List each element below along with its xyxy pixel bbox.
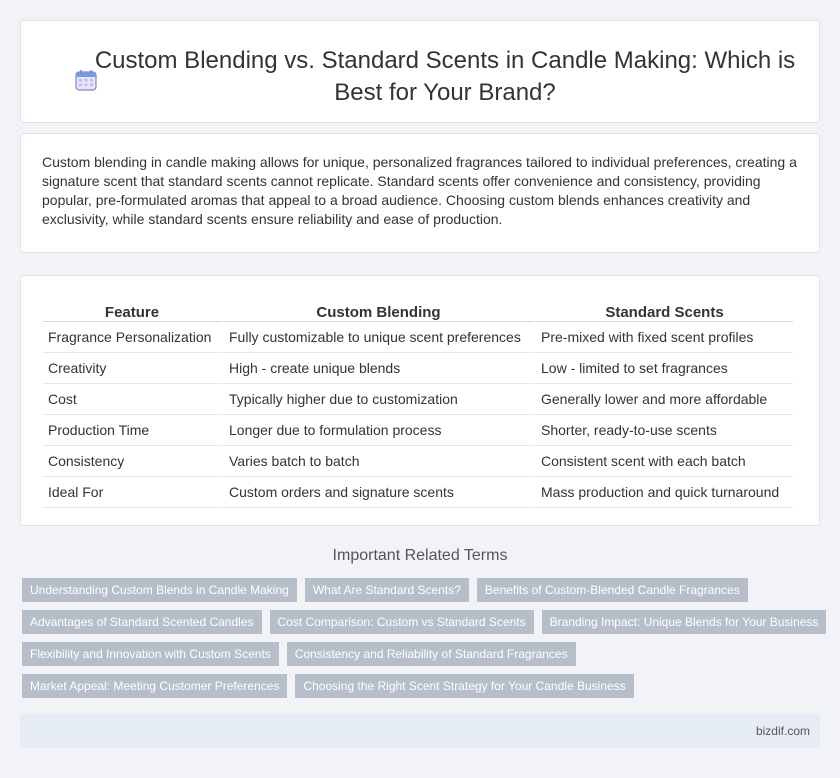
table-row: Cost Typically higher due to customizati… (43, 384, 793, 415)
related-term-tag[interactable]: Benefits of Custom-Blended Candle Fragra… (476, 578, 748, 602)
table-cell: Production Time (43, 415, 221, 446)
table-cell: High - create unique blends (221, 353, 533, 384)
related-term-tag[interactable]: Cost Comparison: Custom vs Standard Scen… (269, 610, 534, 634)
related-term-tag[interactable]: What Are Standard Scents? (304, 578, 469, 602)
table-cell: Shorter, ready-to-use scents (533, 415, 793, 446)
table-row: Fragrance Personalization Fully customiz… (43, 322, 793, 353)
table-cell: Creativity (43, 353, 221, 384)
calendar-icon (75, 70, 97, 91)
column-header-custom: Custom Blending (221, 296, 533, 322)
table-cell: Consistent scent with each batch (533, 446, 793, 477)
tag-row: Understanding Custom Blends in Candle Ma… (22, 578, 822, 602)
related-term-tag[interactable]: Market Appeal: Meeting Customer Preferen… (22, 674, 288, 698)
intro-text: Custom blending in candle making allows … (42, 154, 797, 227)
column-header-feature: Feature (43, 296, 221, 322)
table-cell: Generally lower and more affordable (533, 384, 793, 415)
column-header-standard: Standard Scents (533, 296, 793, 322)
table-row: Creativity High - create unique blends L… (43, 353, 793, 384)
table-row: Production Time Longer due to formulatio… (43, 415, 793, 446)
footer-site-link[interactable]: bizdif.com (755, 724, 810, 738)
table-cell: Typically higher due to customization (221, 384, 533, 415)
tag-row: Flexibility and Innovation with Custom S… (22, 642, 822, 666)
intro-card: Custom blending in candle making allows … (20, 133, 820, 253)
table-cell: Low - limited to set fragrances (533, 353, 793, 384)
table-row: Consistency Varies batch to batch Consis… (43, 446, 793, 477)
related-term-tag[interactable]: Branding Impact: Unique Blends for Your … (541, 610, 827, 634)
footer: bizdif.com (20, 714, 820, 748)
table-cell: Fully customizable to unique scent prefe… (221, 322, 533, 353)
table-cell: Fragrance Personalization (43, 322, 221, 353)
tag-row: Market Appeal: Meeting Customer Preferen… (22, 674, 822, 698)
table-cell: Custom orders and signature scents (221, 477, 533, 508)
comparison-card: Feature Custom Blending Standard Scents … (20, 275, 820, 526)
related-terms-list: Understanding Custom Blends in Candle Ma… (22, 578, 827, 706)
table-cell: Mass production and quick turnaround (533, 477, 793, 508)
title-card: Custom Blending vs. Standard Scents in C… (20, 20, 820, 123)
page-title: Custom Blending vs. Standard Scents in C… (94, 47, 796, 106)
table-cell: Longer due to formulation process (221, 415, 533, 446)
related-term-tag[interactable]: Consistency and Reliability of Standard … (286, 642, 576, 666)
comparison-table: Feature Custom Blending Standard Scents … (43, 296, 793, 508)
table-cell: Varies batch to batch (221, 446, 533, 477)
table-cell: Pre-mixed with fixed scent profiles (533, 322, 793, 353)
tag-row: Advantages of Standard Scented Candles C… (22, 610, 827, 634)
related-term-tag[interactable]: Advantages of Standard Scented Candles (22, 610, 262, 634)
related-term-tag[interactable]: Flexibility and Innovation with Custom S… (22, 642, 279, 666)
table-cell: Consistency (43, 446, 221, 477)
table-header-row: Feature Custom Blending Standard Scents (43, 296, 793, 322)
related-terms-heading: Important Related Terms (332, 547, 508, 564)
table-row: Ideal For Custom orders and signature sc… (43, 477, 793, 508)
related-term-tag[interactable]: Understanding Custom Blends in Candle Ma… (22, 578, 297, 602)
table-cell: Ideal For (43, 477, 221, 508)
related-term-tag[interactable]: Choosing the Right Scent Strategy for Yo… (295, 674, 634, 698)
table-cell: Cost (43, 384, 221, 415)
